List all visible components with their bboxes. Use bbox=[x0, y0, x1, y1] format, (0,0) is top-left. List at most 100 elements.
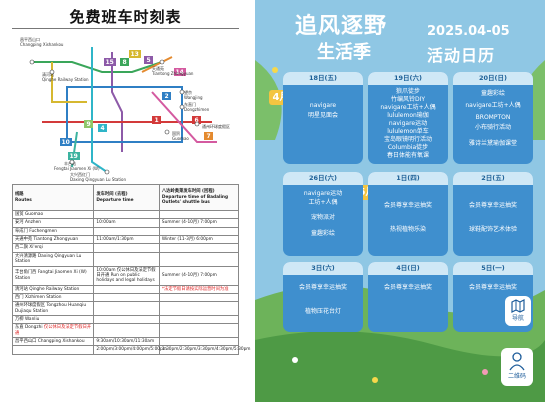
card-date-header: 1日(四) bbox=[368, 172, 448, 185]
table-cell bbox=[158, 301, 240, 317]
table-cell bbox=[158, 209, 240, 220]
station-daxing: 大兴西红门 bbox=[70, 171, 90, 177]
table-row: 国贸 Guomao bbox=[11, 209, 240, 220]
card-date-header: 18日(五) bbox=[283, 72, 363, 85]
calendar-card-18[interactable]: 18日(五) navigare 明星见面会 bbox=[283, 72, 363, 164]
event-label: 会员尊享幸运抽奖 bbox=[298, 284, 347, 291]
line-badge-5 bbox=[144, 56, 153, 64]
calendar-card-19[interactable]: 19日(六) 狼爪徒步 竹编风铃DIY navigare工坊+人偶 lulule… bbox=[368, 72, 448, 164]
card-date-header: 20日(日) bbox=[453, 72, 533, 85]
table-row: 西门 Xizhimen Station bbox=[11, 292, 240, 303]
calendar-card-may-3[interactable]: 3日(六) 会员尊享幸运抽奖 植物压花台灯 bbox=[283, 262, 363, 332]
table-row: 通州环球度假区 Tongzhou Huanqiu Dujiaqu Station bbox=[11, 301, 240, 317]
table-cell: 东直 Dongzhi 仅公休日及法定节假日开通 bbox=[11, 323, 95, 339]
table-cell bbox=[158, 337, 240, 347]
table-cell: 1:30pm/2:30pm/3:30pm/4:30pm/5:30pm bbox=[158, 345, 251, 355]
calendar-card-26[interactable]: 26日(六) navigare运动 工坊+人偶 宠物派对 童趣彩绘 bbox=[283, 172, 363, 256]
table-cell: 国贸 Guomao bbox=[11, 209, 95, 220]
event-label: BROMPTON bbox=[475, 114, 511, 121]
calendar-dates: 2025.04-05 bbox=[427, 24, 510, 39]
event-label: 植物压花台灯 bbox=[304, 308, 341, 315]
qr-code-label: 二维码 bbox=[507, 373, 526, 380]
event-label: navigare工坊+人偶 bbox=[465, 102, 521, 109]
dongzhi-note: 仅公休日及法定节假日开通 bbox=[15, 325, 92, 336]
event-label: 狼爪徒步 bbox=[395, 88, 420, 95]
navigation-button[interactable]: 导航 bbox=[505, 296, 531, 326]
event-label: 会员尊享幸运抽奖 bbox=[383, 202, 432, 209]
event-label: 球鞋配饰艺术体验 bbox=[468, 226, 517, 233]
line-badge-9 bbox=[84, 120, 93, 128]
table-row: 东直 Dongzhi 仅公休日及法定节假日开通 bbox=[11, 323, 240, 339]
card-date-header: 19日(六) bbox=[368, 72, 448, 85]
timetable-title: 免费班车时刻表 bbox=[69, 8, 182, 26]
svg-text:4: 4 bbox=[101, 125, 105, 132]
table-cell: 西二旗 Xi'erqi bbox=[11, 243, 95, 253]
svg-text:5: 5 bbox=[147, 57, 151, 64]
station-qinghe-en: Qinghe Railway Station bbox=[42, 77, 89, 82]
card-date-header: 5日(一) bbox=[453, 262, 533, 275]
event-label: 热视植物乐染 bbox=[389, 226, 426, 233]
event-label: 明星见面会 bbox=[307, 112, 338, 119]
event-label: 工坊+人偶 bbox=[308, 199, 338, 206]
line-badge-15 bbox=[104, 58, 116, 66]
subway-line-yellow bbox=[51, 62, 87, 103]
station-fengtai-en: Fengtai Jiaomen Xi (W) bbox=[54, 166, 100, 171]
station-wangjing-en: Wangjing bbox=[184, 95, 203, 100]
svg-text:19: 19 bbox=[70, 153, 78, 160]
event-label: 雅诗兰黛瑜伽课堂 bbox=[468, 140, 517, 147]
card-date-header: 4日(日) bbox=[368, 262, 448, 275]
event-label: 竹编风铃DIY bbox=[390, 96, 426, 103]
station-dongzhimen-en: Dongzhimen bbox=[184, 107, 210, 112]
svg-text:8: 8 bbox=[123, 59, 127, 66]
line-badge-19 bbox=[68, 152, 80, 160]
table-row: 阜成门 Fuchengmen bbox=[11, 226, 240, 237]
table-cell bbox=[158, 323, 240, 339]
calendar-card-may-2[interactable]: 2日(五) 会员尊享幸运抽奖 球鞋配饰艺术体验 bbox=[453, 172, 533, 256]
event-label: navigare bbox=[309, 102, 337, 109]
subway-line-cyan bbox=[91, 47, 108, 173]
event-label: 宠物派对 bbox=[310, 214, 335, 221]
svg-text:14: 14 bbox=[176, 69, 184, 76]
table-cell bbox=[93, 301, 160, 317]
table-cell: Summer (4-10月) 7:00pm bbox=[158, 265, 240, 286]
title-divider bbox=[12, 28, 239, 29]
calendar-card-20[interactable]: 20日(日) 童趣彩绘 navigare工坊+人偶 BROMPTON 小布骑行活… bbox=[453, 72, 533, 164]
table-cell bbox=[93, 323, 160, 339]
qr-code-button[interactable]: 二维码 bbox=[501, 348, 533, 386]
event-label: 宝岛眼镜明行活动 bbox=[383, 136, 432, 143]
table-cell bbox=[93, 226, 160, 237]
line-badge-6 bbox=[192, 116, 201, 124]
table-cell bbox=[158, 315, 240, 325]
line-badge-13 bbox=[129, 50, 141, 58]
table-cell bbox=[158, 292, 240, 303]
header-routes: 线路 Routes bbox=[11, 184, 95, 211]
table-cell: 万柳 Wanliu bbox=[11, 315, 95, 325]
event-label: 会员尊享幸运抽奖 bbox=[468, 284, 517, 291]
table-row: 万柳 Wanliu bbox=[11, 315, 240, 325]
station-changping-en: Changping Xishankou bbox=[20, 42, 64, 47]
calendar-card-may-4[interactable]: 4日(日) 会员尊享幸运抽奖 bbox=[368, 262, 448, 332]
event-label: 会员尊享幸运抽奖 bbox=[383, 284, 432, 291]
station-guomao: 国贸 bbox=[172, 130, 180, 136]
table-cell bbox=[93, 292, 160, 303]
station-changping: 昌平西山口 bbox=[20, 36, 40, 42]
table-cell: 11:00am/1:30pm bbox=[93, 235, 160, 245]
event-label: 小布骑行活动 bbox=[474, 124, 511, 131]
table-cell bbox=[93, 315, 160, 325]
table-cell bbox=[93, 209, 160, 220]
table-cell bbox=[158, 243, 240, 253]
line-badge-8 bbox=[120, 58, 129, 66]
event-label: lululemon瑜伽 bbox=[387, 112, 429, 119]
table-cell bbox=[93, 243, 160, 253]
event-label: 童趣彩绘 bbox=[480, 90, 505, 97]
calendar-card-may-1[interactable]: 1日(四) 会员尊享幸运抽奖 热视植物乐染 bbox=[368, 172, 448, 256]
event-label: lululemon单车 bbox=[387, 128, 429, 135]
subway-line-blue-ring bbox=[66, 86, 183, 143]
event-label: 童趣彩绘 bbox=[310, 230, 335, 237]
station-tongzhou: 通州环球度假区 bbox=[202, 123, 230, 129]
table-cell: 安河 Anzhen bbox=[11, 218, 95, 228]
